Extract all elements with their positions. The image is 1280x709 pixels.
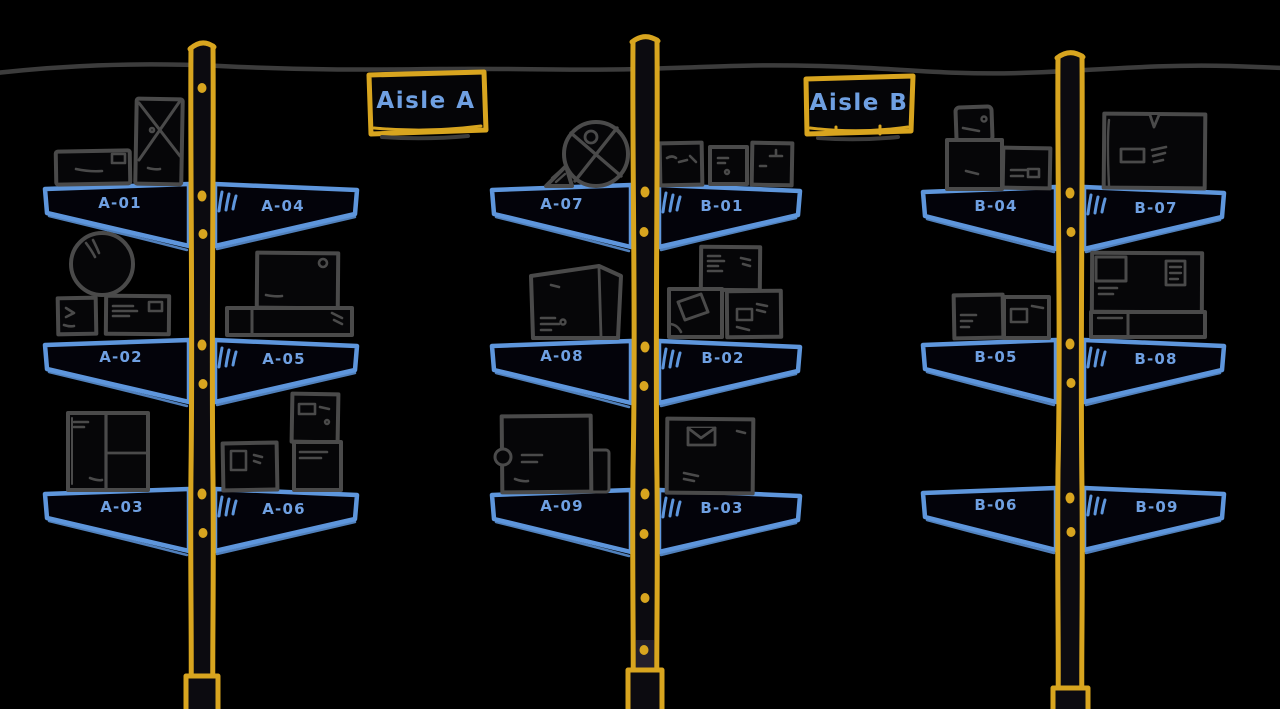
- bin-label-b-06: B-06: [974, 496, 1018, 514]
- rack-3-post: [1050, 50, 1091, 709]
- shelf-a05: [212, 337, 360, 405]
- bin-label-b-07: B-07: [1134, 199, 1178, 217]
- shelf-hatch-marks: [1086, 193, 1107, 517]
- rack-1: [42, 40, 360, 709]
- bin-label-b-01: B-01: [700, 197, 744, 215]
- shelf-underlines: [494, 215, 798, 558]
- boxes-shelf-a02: [55, 231, 172, 337]
- shelf-a07: [489, 182, 634, 250]
- rack-1-shelves: [42, 181, 360, 557]
- post-rivets: [1065, 187, 1076, 537]
- aisle-a-sign: [366, 69, 489, 141]
- shelf-hatch-marks: [217, 190, 238, 518]
- shelf-underlines: [47, 214, 357, 557]
- rack-2-boxes: [493, 120, 795, 496]
- shelf-a06: [212, 486, 360, 554]
- bin-label-b-02: B-02: [701, 349, 745, 367]
- boxes-shelf-a09: [493, 413, 611, 495]
- shelf-a04: [212, 181, 360, 249]
- boxes-shelf-a05: [225, 250, 354, 337]
- shelf-hatch-marks: [661, 191, 682, 519]
- boxes-shelf-b02: [667, 244, 784, 340]
- rack-3: [920, 50, 1227, 709]
- notch: [493, 447, 513, 467]
- bin-label-a-09: A-09: [540, 497, 584, 515]
- boxes-shelf-b08: [1089, 250, 1207, 339]
- post-rivets: [639, 186, 650, 655]
- shelf-a08: [489, 338, 634, 406]
- boxes-shelf-b05: [951, 292, 1051, 341]
- post-rivets: [197, 83, 208, 538]
- post-cap: [1054, 50, 1086, 61]
- rack-1-post: [183, 40, 221, 709]
- post-base: [183, 673, 221, 709]
- aisle-b-sign-label: Aisle B: [809, 90, 909, 116]
- shelf-b01: [656, 182, 803, 250]
- post-cap: [187, 40, 217, 52]
- aisle-b-sign: [803, 73, 916, 142]
- bin-label-b-08: B-08: [1134, 350, 1178, 368]
- post-base: [625, 667, 665, 709]
- bin-label-a-01: A-01: [98, 194, 142, 212]
- rack-1-boxes: [53, 96, 354, 493]
- boxes-shelf-a08: [529, 264, 623, 340]
- bin-label-a-06: A-06: [262, 500, 306, 518]
- boxes-shelf-a06: [220, 391, 343, 493]
- bin-label-b-09: B-09: [1135, 498, 1179, 516]
- bin-label-a-04: A-04: [261, 197, 305, 215]
- boxes-shelf-a01: [53, 96, 185, 187]
- boxes-shelf-a03: [66, 411, 150, 492]
- shelf-b02: [656, 338, 803, 406]
- boxes-shelf-a07: [544, 120, 630, 188]
- bin-label-b-04: B-04: [974, 197, 1018, 215]
- bin-label-a-08: A-08: [540, 347, 584, 365]
- shelf-b05: [920, 337, 1059, 405]
- bin-label-b-05: B-05: [974, 348, 1018, 366]
- rack-3-boxes: [945, 104, 1208, 341]
- bin-label-a-05: A-05: [262, 350, 306, 368]
- bin-label-a-02: A-02: [99, 348, 143, 366]
- boxes-shelf-b07: [1101, 111, 1208, 191]
- rack-2-post: [625, 34, 665, 709]
- shelf-b07: [1081, 184, 1227, 252]
- bin-label-b-03: B-03: [700, 499, 744, 517]
- bin-label-a-03: A-03: [100, 498, 144, 516]
- boxes-shelf-b03: [664, 416, 756, 496]
- boxes-shelf-b04: [945, 104, 1053, 191]
- shelf-b08: [1081, 337, 1227, 405]
- aisle-a-sign-label: Aisle A: [376, 88, 476, 114]
- flap-notch: [1148, 113, 1161, 129]
- ball: [69, 231, 135, 297]
- tilted-panel: [676, 292, 710, 322]
- boxes-shelf-b01: [657, 140, 795, 188]
- rack-2: [489, 34, 803, 709]
- shelf-underlines: [925, 217, 1222, 555]
- post-base: [1050, 685, 1091, 709]
- post-cap: [629, 34, 661, 45]
- bin-label-a-07: A-07: [540, 195, 584, 213]
- shelf-a02: [42, 337, 192, 405]
